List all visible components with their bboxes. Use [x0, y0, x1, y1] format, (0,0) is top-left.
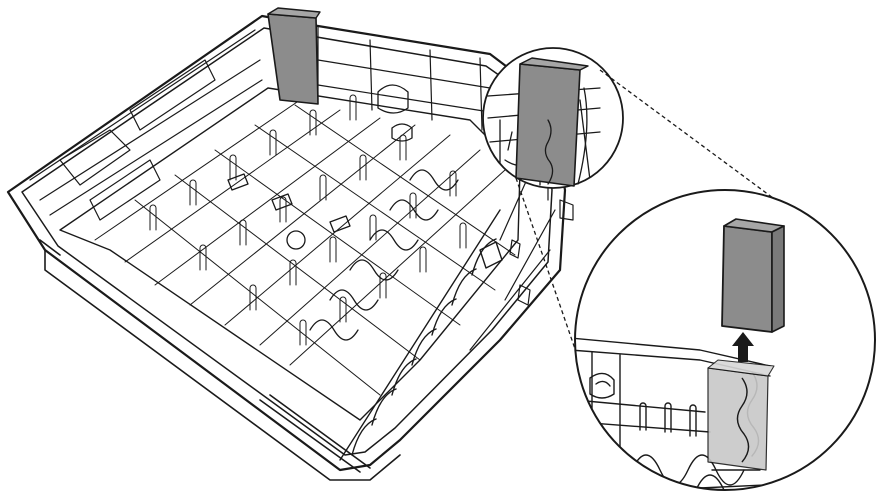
dish-rack: [6, 14, 574, 481]
rack-accessory-block: [267, 7, 321, 105]
zoom-connector-lines: [515, 69, 793, 373]
rack-left-wall: [29, 29, 263, 221]
tines: [149, 94, 467, 346]
callout-small-accessory: [515, 63, 581, 187]
rack-handle: [259, 394, 371, 473]
rack-back-wall: [317, 25, 491, 131]
callout-large-accessory-lifted: [721, 218, 785, 333]
rack-front-base: [39, 239, 401, 481]
arrow-up-icon: [732, 332, 754, 362]
zoom-callout-small: [482, 47, 624, 189]
plate-supports: [309, 169, 459, 341]
callout-large-accessory-ghost: [707, 359, 775, 471]
zoom-callout-large: [574, 189, 876, 491]
rack-clips: [227, 84, 413, 250]
rack-floor: [59, 87, 521, 421]
rack-rim-inner: [21, 27, 553, 456]
tine-rows: [94, 99, 516, 396]
fold-down-tine-row: [339, 209, 503, 461]
